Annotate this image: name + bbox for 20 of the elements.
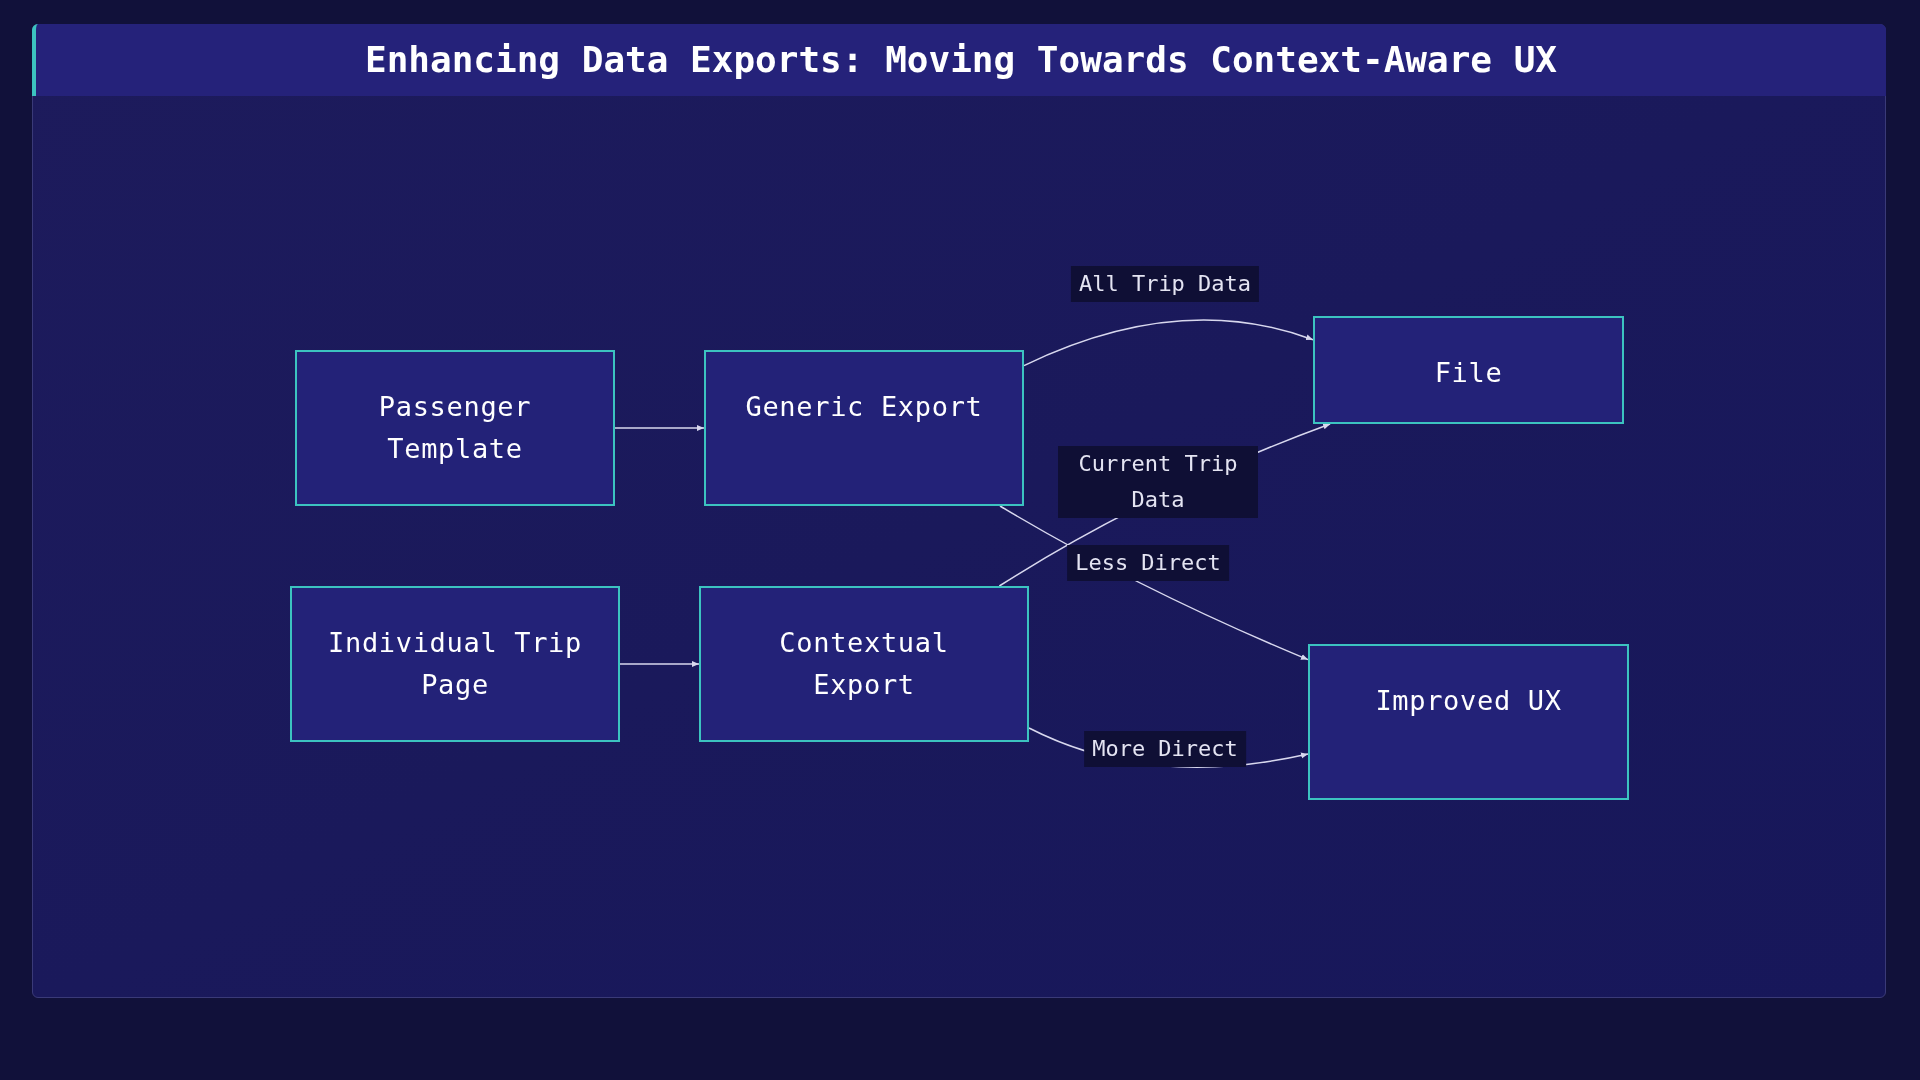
edge-label: More Direct	[1084, 731, 1246, 767]
edge-label: Less Direct	[1067, 545, 1229, 581]
title: Enhancing Data Exports: Moving Towards Context-Aware UX	[364, 38, 1558, 82]
box-label: Individual Trip Page	[327, 626, 583, 702]
process-box	[699, 586, 1029, 742]
process-box	[295, 350, 615, 506]
box-label: Generic Export	[745, 390, 983, 424]
edge-label: All Trip Data	[1070, 266, 1260, 302]
box-label: File	[1434, 356, 1503, 390]
arrow	[619, 661, 700, 667]
arrow	[614, 425, 705, 431]
arrow	[1023, 319, 1314, 367]
process-box	[1313, 316, 1624, 424]
process-box	[704, 350, 1024, 506]
box-label: Improved UX	[1375, 684, 1562, 718]
process-box	[290, 586, 620, 742]
edge-label: Current Trip Data	[1058, 446, 1258, 518]
process-box	[1308, 644, 1629, 800]
box-label: Passenger Template	[377, 390, 533, 466]
box-label: Contextual Export	[778, 626, 950, 702]
